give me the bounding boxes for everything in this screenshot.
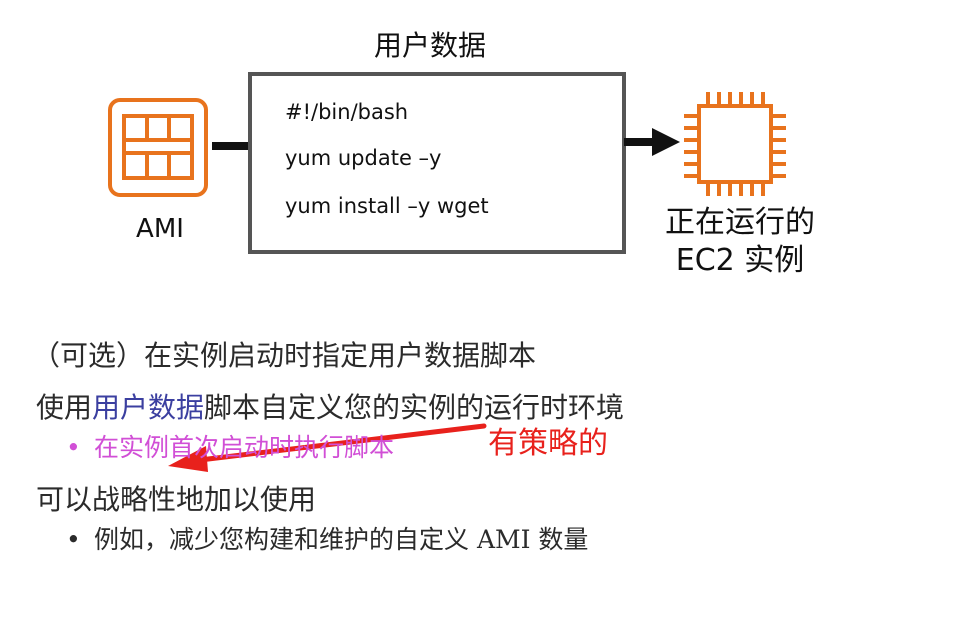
annotation-text: 有策略的: [488, 426, 608, 461]
code-line-update: yum update –y: [285, 146, 442, 170]
text-optional-userdata: （可选）在实例启动时指定用户数据脚本: [32, 339, 537, 372]
ec2-label-line1: 正在运行的: [665, 205, 815, 240]
ami-icon: [108, 98, 208, 197]
bullet-reduce-ami: • 例如，减少您构建和维护的自定义 AMI 数量: [66, 520, 588, 556]
ami-label: AMI: [136, 214, 184, 244]
ec2-label: 正在运行的 EC2 实例: [640, 204, 840, 280]
bullet-dot: •: [66, 433, 81, 462]
arrow-to-ec2: [624, 128, 680, 156]
code-line-shebang: #!/bin/bash: [285, 100, 409, 124]
user-data-title: 用户数据: [373, 29, 486, 62]
user-data-box: [248, 72, 626, 254]
code-line-install: yum install –y wget: [285, 194, 489, 218]
text-userdata-highlight: 用户数据: [92, 391, 205, 424]
text-customize-runtime: 使用用户数据脚本自定义您的实例的运行时环境: [36, 386, 624, 426]
bullet-dot: •: [66, 525, 81, 554]
ec2-label-line2: EC2 实例: [675, 243, 805, 278]
text-strategic-use: 可以战略性地加以使用: [36, 483, 317, 516]
text-customize-suffix: 脚本自定义您的实例的运行时环境: [204, 391, 625, 424]
bullet-first-launch-text: 在实例首次启动时执行脚本: [94, 433, 395, 462]
bullet-first-launch: • 在实例首次启动时执行脚本: [66, 428, 394, 464]
annotation-arrow: [168, 423, 487, 472]
ec2-instance-icon: [684, 92, 786, 196]
bullet-reduce-ami-text: 例如，减少您构建和维护的自定义 AMI 数量: [94, 525, 589, 554]
text-customize-prefix: 使用: [36, 391, 93, 424]
